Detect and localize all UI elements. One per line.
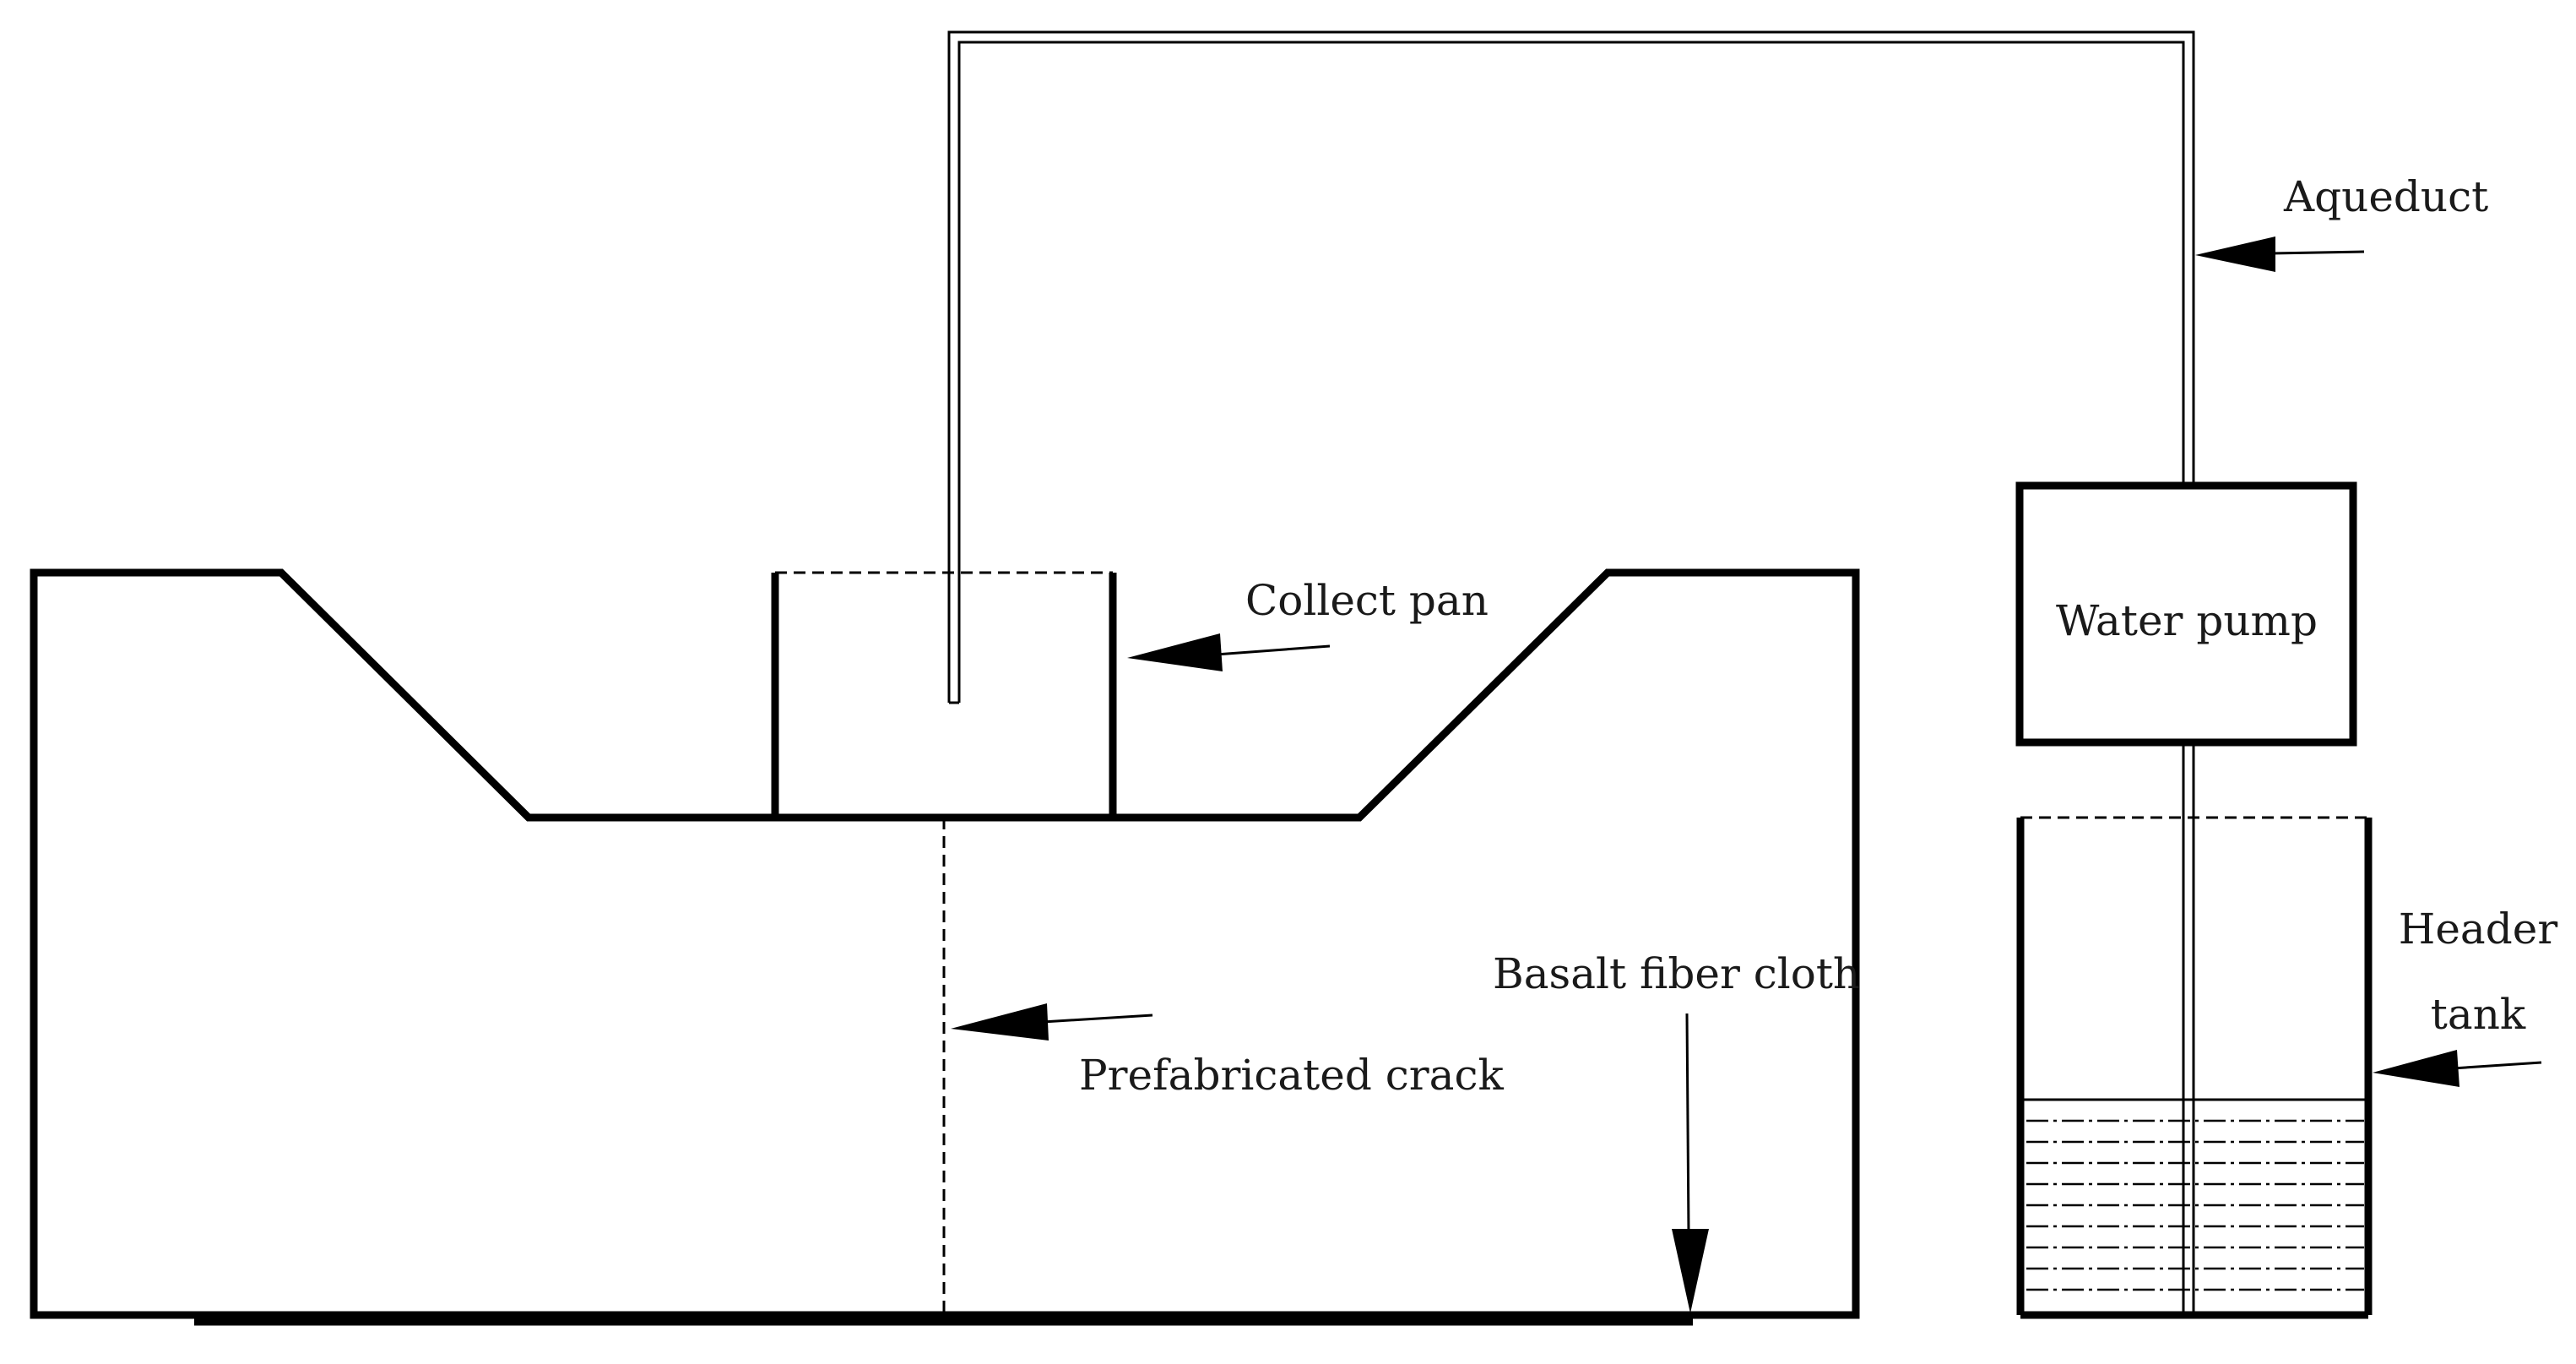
collect-pan — [771, 571, 1117, 818]
prefabricated-crack-label: Prefabricated crack — [1079, 1051, 1504, 1100]
aqueduct-pipe — [947, 30, 2195, 1315]
soil-model-outline — [30, 568, 1860, 1319]
aqueduct-label: Aqueduct — [2283, 172, 2488, 221]
header-tank-label-line1: Header — [2399, 905, 2558, 954]
basalt-fiber-cloth-label: Basalt fiber cloth — [1493, 949, 1860, 998]
collect-pan-label: Collect pan — [1245, 576, 1489, 625]
water-pump-box — [2015, 481, 2357, 747]
aqueduct-arrow — [2195, 236, 2365, 272]
water-pump-label: Water pump — [2056, 596, 2318, 645]
prefabricated-crack-arrow — [951, 1003, 1153, 1041]
header-tank-label-line2: tank — [2431, 990, 2526, 1039]
basalt-fiber-cloth-arrow — [1672, 1013, 1709, 1313]
header-tank — [2016, 816, 2373, 1319]
header-tank-water — [2024, 1098, 2365, 1291]
header-tank-arrow — [2373, 1050, 2542, 1087]
collect-pan-arrow — [1127, 633, 1331, 671]
